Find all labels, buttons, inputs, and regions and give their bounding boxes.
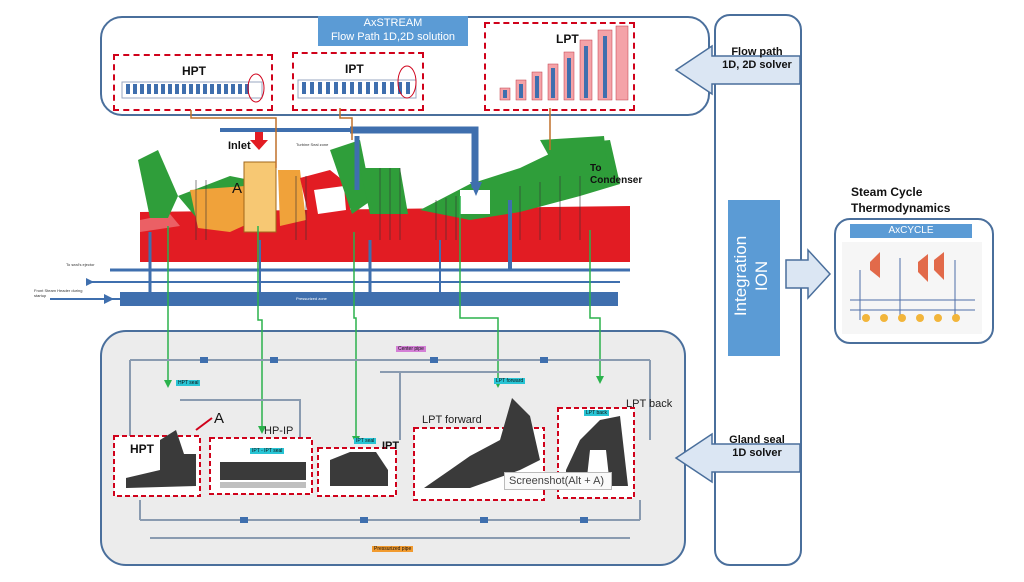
lpt-flowpath-graphic	[499, 25, 629, 101]
ipt-ipt-seal-tag: IPT - IPT seal	[250, 448, 285, 454]
lp-inlet-arrow	[470, 182, 482, 196]
marker-a-turbine: A	[232, 180, 243, 197]
hpt-seal-tag: HPT seal	[176, 380, 201, 386]
turbine-seal-zone-label: Turbine Seal zone	[296, 142, 329, 147]
flowpath-links	[190, 108, 551, 168]
axstream-title: AxSTREAM Flow Path 1D,2D solution	[318, 16, 468, 46]
to-condenser-label: To Condenser	[590, 163, 642, 187]
gland-seal-line1: Gland seal	[729, 434, 785, 446]
steam-cycle-line2: Thermodynamics	[851, 201, 951, 215]
lpt-forward-seal-label: LPT forward	[422, 414, 482, 426]
gland-seal-arrow	[674, 432, 801, 484]
ipt-seal-tag: IPT seal	[354, 438, 377, 444]
inlet-label: Inlet	[228, 140, 251, 152]
axstream-title-line2: Flow Path 1D,2D solution	[330, 31, 456, 43]
hpt-flowpath-graphic	[121, 73, 265, 103]
pressurized-zone-label: Pressurized zone	[296, 296, 327, 301]
pressurized-header	[120, 292, 618, 306]
center-pipe-tag: Center pipe	[396, 346, 426, 352]
ipt-seal-model	[317, 447, 397, 497]
front-steam-header-label: Front Steam Header during startup	[34, 288, 83, 298]
integration-ion-box	[728, 200, 780, 356]
lpt-flowpath-label: LPT	[556, 32, 579, 46]
steam-cycle-arrow	[785, 248, 832, 300]
gland-seal-line2: 1D solver	[732, 447, 782, 459]
seal-pipe-network	[129, 359, 651, 539]
hpt-seal-model	[113, 430, 201, 497]
condenser-label: Condenser	[590, 175, 643, 186]
hpt-seal-label: HPT	[130, 442, 154, 456]
screenshot-tooltip[interactable]: Screenshot(Alt + A)	[504, 472, 612, 490]
axcycle-title: AxCYCLE	[850, 224, 972, 238]
steam-pipes	[90, 126, 630, 296]
seal-ejector-label: To seal's ejector	[66, 262, 95, 267]
axstream-title-line1: AxSTREAM	[363, 17, 423, 29]
seal-link-lines	[167, 196, 601, 440]
hpt-flowpath-label: HPT	[182, 64, 206, 78]
flow-path-arrow	[674, 44, 801, 96]
lpt-forward-tag: LPT forward	[494, 378, 526, 384]
steam-cycle-title: Steam Cycle Thermodynamics	[851, 184, 950, 216]
turbine-cross-section	[138, 128, 630, 262]
gland-seal-solver-label: Gland seal 1D solver	[716, 434, 798, 460]
flow-path-line2: 1D, 2D solver	[722, 59, 792, 71]
ipt-seal-label: IPT	[382, 440, 400, 452]
ipt-flowpath-label: IPT	[345, 62, 364, 76]
flow-path-line1: Flow path	[731, 46, 783, 58]
hp-ip-seal-label: HP-IP	[264, 425, 294, 437]
ipt-flowpath-graphic	[297, 65, 417, 99]
lpt-back-tag: LPT back	[584, 410, 610, 416]
axcycle-schematic	[842, 242, 982, 334]
marker-a-seal: A	[214, 410, 225, 427]
hp-ip-seal-model	[209, 437, 313, 495]
pressurized-pipe-tag: Pressurized pipe	[372, 546, 414, 552]
steam-cycle-line1: Steam Cycle	[851, 185, 923, 199]
to-label: To	[590, 163, 602, 174]
flow-path-solver-label: Flow path 1D, 2D solver	[716, 46, 798, 72]
lpt-back-seal-label: LPT back	[626, 398, 673, 410]
